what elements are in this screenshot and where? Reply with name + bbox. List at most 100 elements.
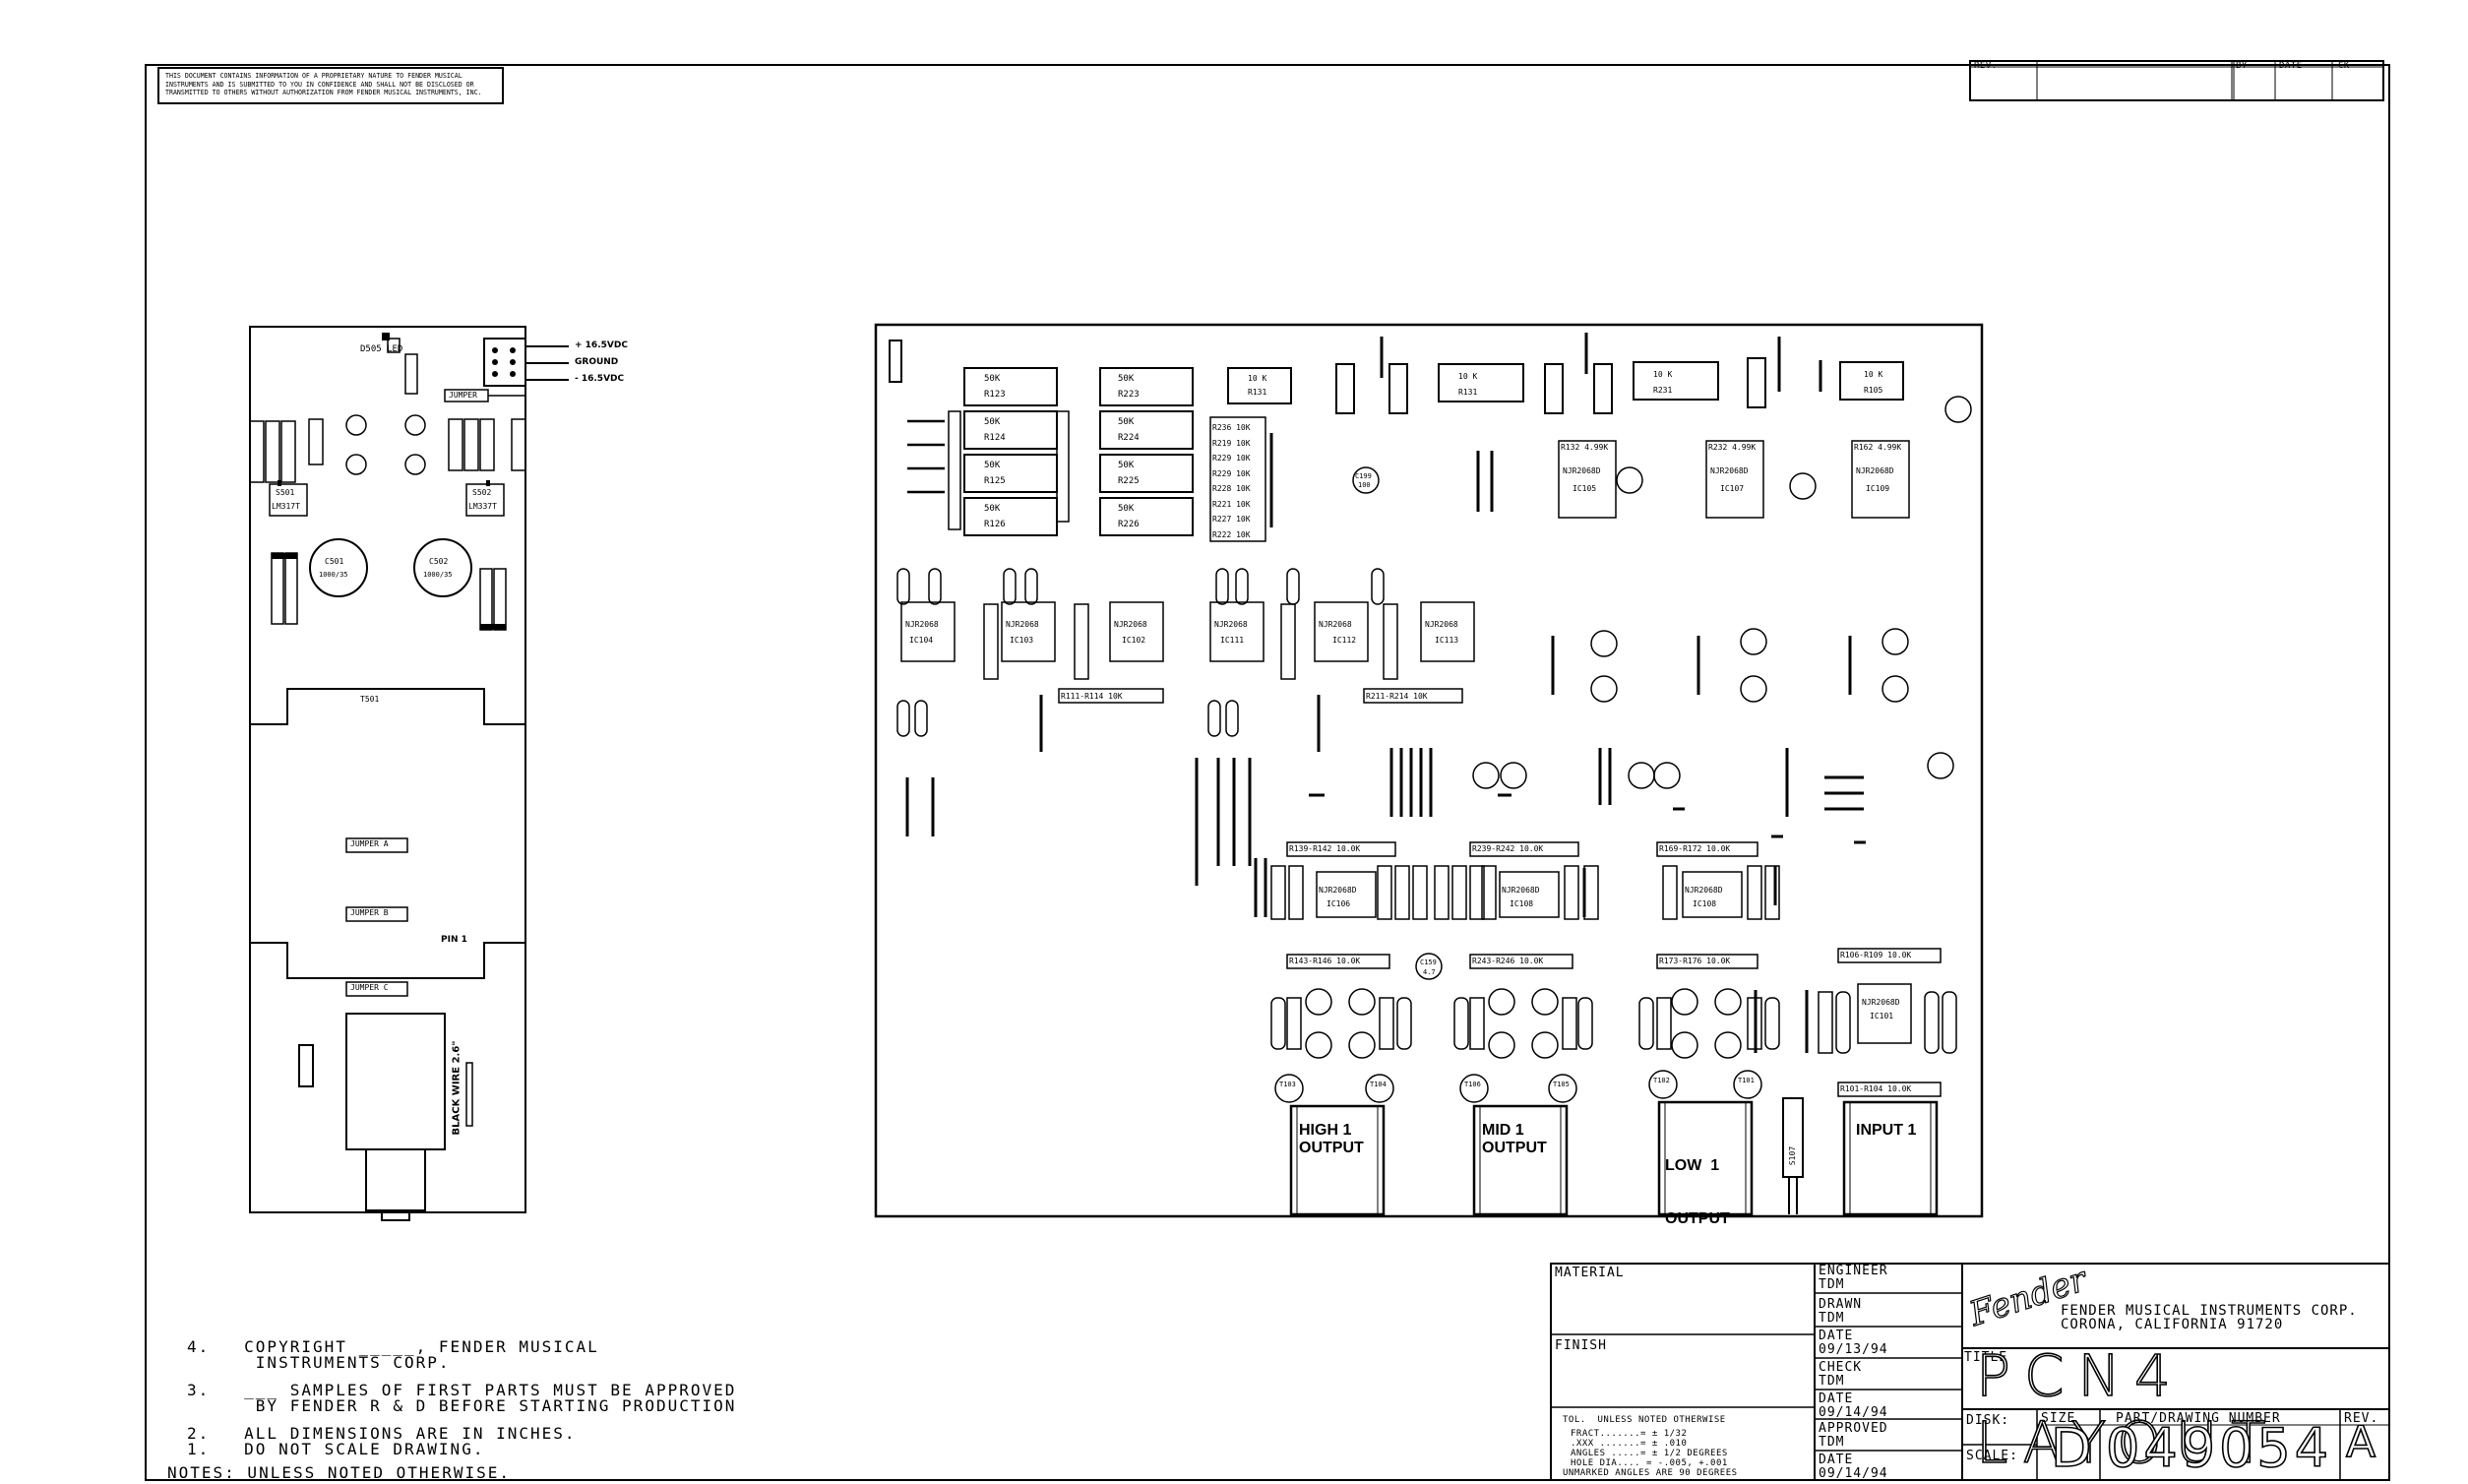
pot-ref: R105: [1864, 386, 1883, 395]
ic-part-label: NJR2068: [1319, 620, 1352, 629]
resistor-network-label: R243-R246 10.0K: [1472, 957, 1544, 965]
ic-ref-label: IC101: [1870, 1012, 1894, 1020]
drawn-label: DRAWN: [1819, 1297, 1863, 1312]
ic-ref-label: IC108: [1510, 899, 1534, 908]
resistor-array-item: R221 10K: [1212, 499, 1251, 509]
ic-part-label: NJR2068D: [1685, 886, 1723, 895]
main-circuit-board: [874, 323, 1984, 1218]
ic-ref-label: IC112: [1332, 636, 1357, 645]
resistor-array-item: R229 10K: [1212, 468, 1251, 478]
engineer-value: TDM: [1819, 1277, 1845, 1292]
resistor-network-label: R239-R242 10.0K: [1472, 844, 1544, 853]
resistor-network-label: R169-R172 10.0K: [1659, 844, 1731, 853]
company-address: CORONA, CALIFORNIA 91720: [2061, 1317, 2284, 1332]
jack-label: LOW 1: [1665, 1157, 1720, 1174]
rev-header: REV.: [1974, 61, 1998, 71]
date-header: DATE: [2279, 61, 2303, 71]
resistor-network-label: R101-R104 10.0K: [1840, 1084, 1912, 1093]
tolerance-header: TOL. UNLESS NOTED OTHERWISE: [1563, 1415, 1726, 1425]
ic-part-label: NJR2068: [905, 620, 939, 629]
ic-ref-label: IC102: [1122, 636, 1146, 645]
jack-label: OUTPUT: [1482, 1140, 1547, 1156]
engineer-label: ENGINEER: [1819, 1264, 1888, 1278]
ic-ref-label: IC104: [909, 636, 934, 645]
tolerance-xxx: .XXX .......= ± .010: [1571, 1439, 1688, 1449]
jumper-label: JUMPER: [449, 391, 477, 400]
trimmer-label: T101: [1738, 1077, 1755, 1084]
note-4-cont: INSTRUMENTS CORP.: [187, 1353, 451, 1372]
ic-ref-label: IC105: [1573, 484, 1597, 493]
jumper-b-label: JUMPER B: [350, 908, 389, 917]
c159-value: 4.7: [1423, 968, 1436, 976]
resistor-array: R236 10K R219 10K R229 10K R229 10K R228…: [1212, 420, 1251, 542]
s501-label: S501: [276, 488, 295, 497]
pot-ref: R131: [1458, 388, 1478, 397]
approved-value: TDM: [1819, 1435, 1845, 1450]
resistor-network-label: R143-R146 10.0K: [1289, 957, 1361, 965]
black-wire-label: BLACK WIRE 2.6": [451, 1040, 463, 1136]
pot-ref: R225: [1118, 476, 1140, 486]
c501-value: 1000/35: [319, 571, 348, 579]
pot-value: 10 K: [1458, 372, 1478, 381]
material-label: MATERIAL: [1555, 1266, 1625, 1280]
ic-part-label: NJR2068D: [1710, 466, 1749, 475]
ic-part-label: NJR2068D: [1563, 466, 1601, 475]
note-2: 2. ALL DIMENSIONS ARE IN INCHES.: [187, 1424, 577, 1443]
trimmer-label: T105: [1553, 1081, 1570, 1088]
c501-label: C501: [325, 557, 344, 566]
check-value: TDM: [1819, 1374, 1845, 1389]
pot-value: 50K: [984, 417, 1001, 427]
part-number-label: PART/DRAWING NUMBER: [2116, 1411, 2281, 1426]
pot-value: 10 K: [1864, 370, 1883, 379]
ic-resistor-label: R132 4.99K: [1561, 443, 1609, 452]
pot-ref: R223: [1118, 390, 1140, 400]
ic-ref-label: IC106: [1327, 899, 1351, 908]
pot-ref: R125: [984, 476, 1006, 486]
resistor-network-label: R139-R142 10.0K: [1289, 844, 1361, 853]
proprietary-notice: THIS DOCUMENT CONTAINS INFORMATION OF A …: [157, 67, 504, 104]
pot-value: 50K: [984, 504, 1001, 514]
c502-label: C502: [429, 557, 449, 566]
resistor-array-item: R236 10K: [1212, 423, 1251, 432]
pot-value: 10 K: [1653, 370, 1673, 379]
pot-ref: R224: [1118, 433, 1140, 443]
ic-part-label: NJR2068D: [1319, 886, 1357, 895]
size-value: D: [2050, 1416, 2096, 1480]
ic-part-label: NJR2068: [1114, 620, 1147, 629]
tolerance-angles: ANGLES .....= ± 1/2 DEGREES: [1571, 1449, 1728, 1458]
note-3-cont: BY FENDER R & D BEFORE STARTING PRODUCTI…: [187, 1396, 737, 1415]
date-label: DATE: [1819, 1329, 1854, 1343]
date-label: DATE: [1819, 1453, 1854, 1467]
ic-part-label: NJR2068: [1214, 620, 1248, 629]
c199-label: C199: [1355, 472, 1372, 480]
pot-ref: R126: [984, 520, 1006, 529]
ic-part-label: NJR2068D: [1502, 886, 1540, 895]
trimmer-label: T104: [1370, 1081, 1387, 1088]
tolerance-hole: HOLE DIA.... = -.005, +.001: [1571, 1458, 1728, 1468]
c502-value: 1000/35: [423, 571, 453, 579]
jack-label: HIGH 1: [1299, 1122, 1352, 1139]
title-label: TITLE: [1964, 1350, 2008, 1365]
note-1: 1. DO NOT SCALE DRAWING.: [187, 1440, 485, 1458]
ic-ref-label: IC113: [1435, 636, 1459, 645]
pot-value: 50K: [1118, 417, 1135, 427]
pot-value: 50K: [1118, 461, 1135, 470]
s501-part: LM317T: [272, 502, 300, 511]
note-4: 4. COPYRIGHT _____, FENDER MUSICAL: [187, 1337, 599, 1356]
jumper-a-label: JUMPER A: [350, 839, 389, 848]
company-name: FENDER MUSICAL INSTRUMENTS CORP.: [2061, 1303, 2358, 1319]
pot-value: 50K: [984, 374, 1001, 384]
scale-label: SCALE:: [1966, 1449, 2018, 1463]
date-value: 09/14/94: [1819, 1466, 1888, 1481]
d505-label: D505 LED: [360, 344, 403, 354]
c159-label: C159: [1420, 958, 1437, 966]
resistor-array-item: R229 10K: [1212, 454, 1251, 463]
ic-resistor-label: R232 4.99K: [1708, 443, 1757, 452]
tolerance-unmarked: UNMARKED ANGLES ARE 90 DEGREES: [1563, 1468, 1738, 1478]
s107-label: S107: [1788, 1145, 1798, 1166]
resistor-network-label: R106-R109 10.0K: [1840, 951, 1912, 959]
ic-ref-label: IC108: [1693, 899, 1717, 908]
jumper-c-label: JUMPER C: [350, 983, 389, 992]
r111-label: R111-R114 10K: [1061, 692, 1123, 701]
